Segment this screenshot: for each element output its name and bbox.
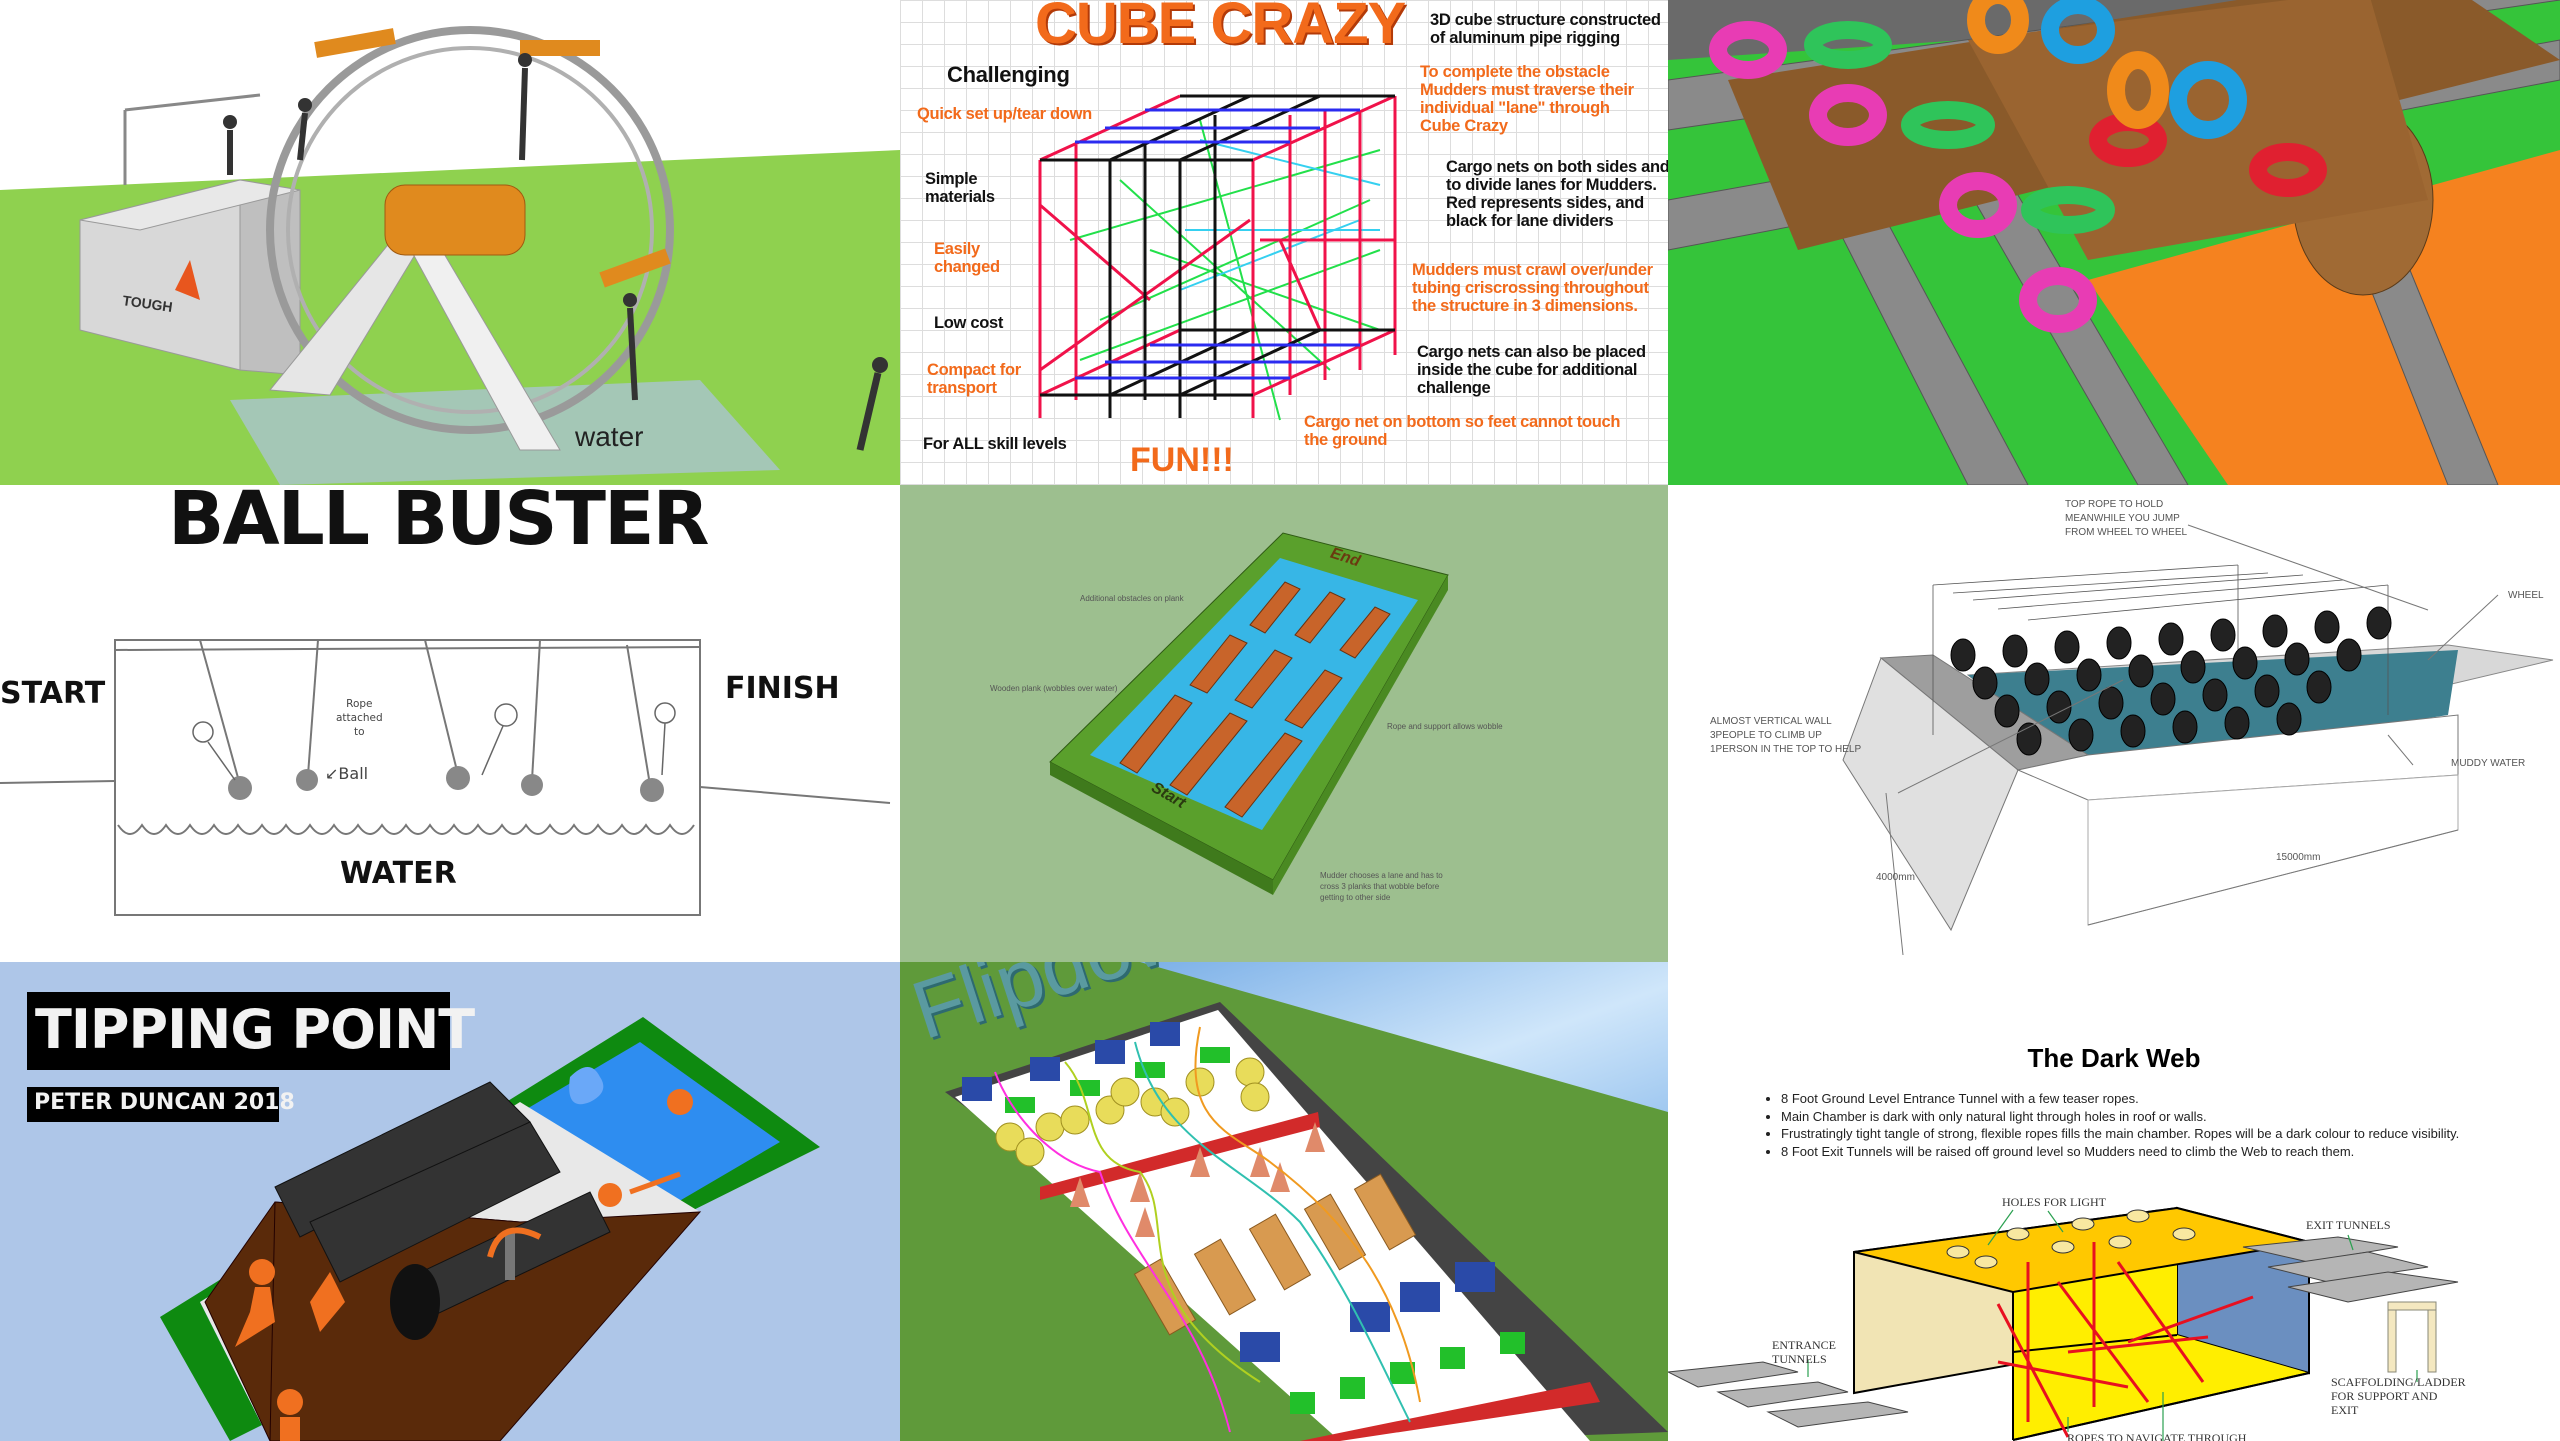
ball-note: ↙Ball <box>325 764 369 783</box>
panel-wobble-planks: End Start Additional obstacles on plank … <box>900 485 1668 962</box>
note-easily-changed: Easily changed <box>934 240 1000 276</box>
note-additional-obstacles: Additional obstacles on plank <box>1080 594 1184 603</box>
panel-wheel-obstacle: TOUGH water <box>0 0 900 485</box>
svg-text:TOUGH: TOUGH <box>122 292 174 315</box>
note-low-cost: Low cost <box>934 314 1004 332</box>
tipping-point-subtitle: PETER DUNCAN 2018 <box>34 1090 295 1115</box>
note-top-rope: TOP ROPE TO HOLD MEANWHILE YOU JUMP FROM… <box>2065 499 2188 538</box>
tyre <box>2254 674 2280 708</box>
dark-web-diagram <box>1668 1206 2459 1441</box>
wheel-illustration: TOUGH <box>0 26 900 485</box>
label-scaffolding: SCAFFOLDING/LADDER FOR SUPPORT AND EXIT <box>2331 1375 2466 1417</box>
planks-illustration <box>1049 532 1449 895</box>
tyre <box>2224 706 2250 740</box>
tyre <box>2016 722 2042 756</box>
tyre <box>2262 614 2288 648</box>
panel-tipping-point: TIPPING POINT PETER DUNCAN 2018 <box>0 962 900 1441</box>
note-wheel: WHEEL <box>2508 590 2544 601</box>
label-ropes: ROPES TO NAVIGATE THROUGH <box>2067 1431 2247 1441</box>
dark-web-title: The Dark Web <box>2027 1043 2201 1073</box>
cube-crazy-title: CUBE CRAZY <box>1035 0 1406 56</box>
tyre <box>1950 638 1976 672</box>
bullet-item: Frustratingly tight tangle of strong, fl… <box>1781 1125 2459 1143</box>
note-all-skill-levels: For ALL skill levels <box>923 435 1067 453</box>
note-compact: Compact for transport <box>927 361 1021 397</box>
note-complete-obstacle: To complete the obstacle Mudders must tr… <box>1420 63 1634 135</box>
panel-flipdown: Flipdown <box>900 962 1668 1441</box>
panel-ball-buster: BALL BUSTER START FINISH WATER Rope atta… <box>0 485 900 962</box>
dimension-height: 4000mm <box>1876 872 1915 883</box>
tyre <box>2002 634 2028 668</box>
ring-log-illustration <box>1668 0 2560 485</box>
tyre <box>2314 610 2340 644</box>
finish-label: FINISH <box>725 671 840 706</box>
wheel-jump-illustration <box>1842 524 2554 956</box>
water-label: water <box>575 421 644 452</box>
note-vertical-wall: ALMOST VERTICAL WALL 3PEOPLE TO CLIMB UP… <box>1710 716 1862 755</box>
tyre <box>2158 622 2184 656</box>
title-box <box>27 992 450 1070</box>
ball-buster-sketch <box>0 639 891 916</box>
note-challenging: Challenging <box>947 62 1070 87</box>
note-cargo-bottom: Cargo net on bottom so feet cannot touch… <box>1304 413 1621 449</box>
bullet-item: 8 Foot Ground Level Entrance Tunnel with… <box>1781 1090 2459 1108</box>
tyre <box>2172 710 2198 744</box>
tyre <box>2276 702 2302 736</box>
dark-web-bullets: 8 Foot Ground Level Entrance Tunnel with… <box>1763 1090 2459 1160</box>
panel-ring-log <box>1668 0 2560 485</box>
tyre <box>2106 626 2132 660</box>
panel-dark-web: The Dark Web 8 Foot Ground Level Entranc… <box>1668 962 2560 1441</box>
note-muddy-water: MUDDY WATER <box>2451 758 2526 769</box>
tyre <box>2076 658 2102 692</box>
dimension-length: 15000mm <box>2276 852 2321 863</box>
tipping-point-title: TIPPING POINT <box>35 998 475 1061</box>
note-3d-structure: 3D cube structure constructed of aluminu… <box>1430 11 1661 47</box>
tyre <box>2046 690 2072 724</box>
cube-illustration <box>1038 94 1397 421</box>
tyre <box>1972 666 1998 700</box>
panel-cube-crazy: CUBE CRAZY Challenging Quick set up/tear… <box>900 0 1668 485</box>
tyre <box>2068 718 2094 752</box>
bullet-item: Main Chamber is dark with only natural l… <box>1781 1108 2459 1126</box>
flipdown-illustration <box>900 962 1668 1441</box>
tyre <box>2054 630 2080 664</box>
tyre <box>2024 662 2050 696</box>
note-cargo-inside: Cargo nets can also be placed inside the… <box>1417 343 1646 397</box>
note-wooden-plank: Wooden plank (wobbles over water) <box>990 684 1118 693</box>
tyre <box>2306 670 2332 704</box>
tyre <box>2150 682 2176 716</box>
note-simple-materials: Simple materials <box>925 170 995 206</box>
tyre <box>2202 678 2228 712</box>
tyre <box>2232 646 2258 680</box>
note-rope-support: Rope and support allows wobble <box>1387 722 1503 731</box>
tyre <box>2366 606 2392 640</box>
water-label: WATER <box>340 856 457 891</box>
tyre <box>2120 714 2146 748</box>
note-quick-setup: Quick set up/tear down <box>917 105 1092 123</box>
tipping-point-illustration <box>160 1017 820 1441</box>
label-holes-for-light: HOLES FOR LIGHT <box>2002 1195 2106 1209</box>
tyre <box>2098 686 2124 720</box>
note-mudder-lane: Mudder chooses a lane and has to cross 3… <box>1320 871 1443 902</box>
tyre <box>1994 694 2020 728</box>
label-exit-tunnels: EXIT TUNNELS <box>2306 1218 2391 1232</box>
start-label: START <box>0 676 106 711</box>
panel-wheel-jump: TOP ROPE TO HOLD MEANWHILE YOU JUMP FROM… <box>1668 485 2560 962</box>
tyre <box>2128 654 2154 688</box>
note-cargo-nets-sides: Cargo nets on both sides and to divide l… <box>1446 158 1668 230</box>
tyre <box>2284 642 2310 676</box>
label-entrance-tunnels: ENTRANCE TUNNELS <box>1772 1338 1836 1366</box>
tyre <box>2180 650 2206 684</box>
fun-label: FUN!!! <box>1130 441 1234 479</box>
rope-note: Rope attached to <box>336 698 383 738</box>
note-crawl: Mudders must crawl over/under tubing cri… <box>1412 261 1653 315</box>
ball-buster-title: BALL BUSTER <box>168 485 710 562</box>
bullet-item: 8 Foot Exit Tunnels will be raised off g… <box>1781 1143 2459 1161</box>
subtitle-box <box>27 1087 279 1122</box>
tyre <box>2336 638 2362 672</box>
tyre <box>2210 618 2236 652</box>
